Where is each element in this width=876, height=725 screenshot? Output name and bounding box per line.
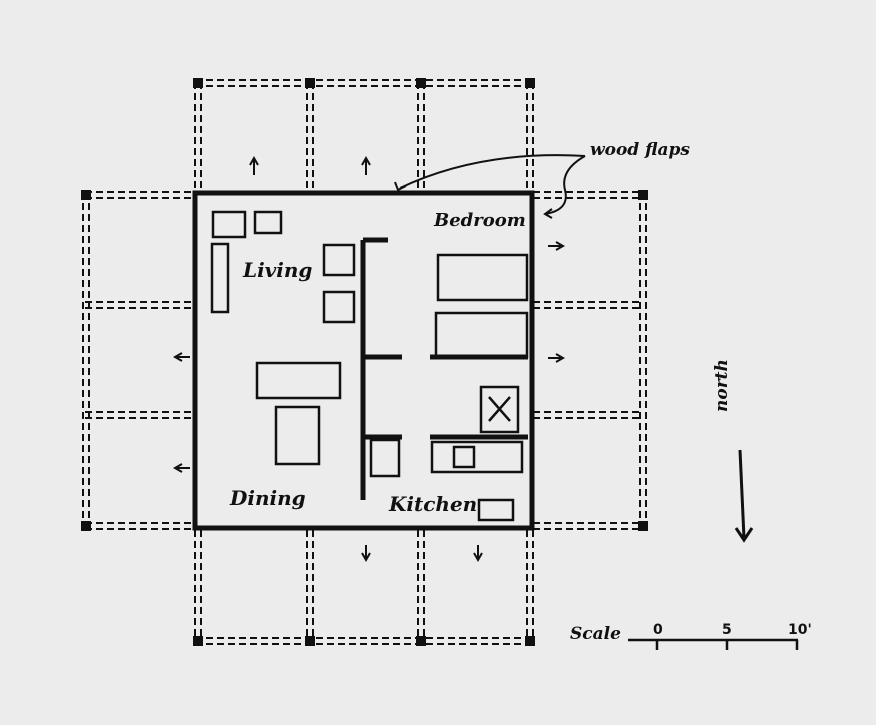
scale-tick-5: 5 xyxy=(722,622,732,638)
room-label-bedroom: Bedroom xyxy=(434,210,526,231)
scale-label: Scale xyxy=(570,624,621,644)
scale-tick-0: 0 xyxy=(653,622,663,638)
scale-tick-10: 10' xyxy=(788,622,812,638)
room-label-living: Living xyxy=(243,258,313,282)
room-label-dining: Dining xyxy=(230,486,306,510)
wood-flaps-annotation: wood flaps xyxy=(590,140,690,160)
room-label-kitchen: Kitchen xyxy=(389,492,478,516)
north-annotation: north xyxy=(712,359,732,412)
